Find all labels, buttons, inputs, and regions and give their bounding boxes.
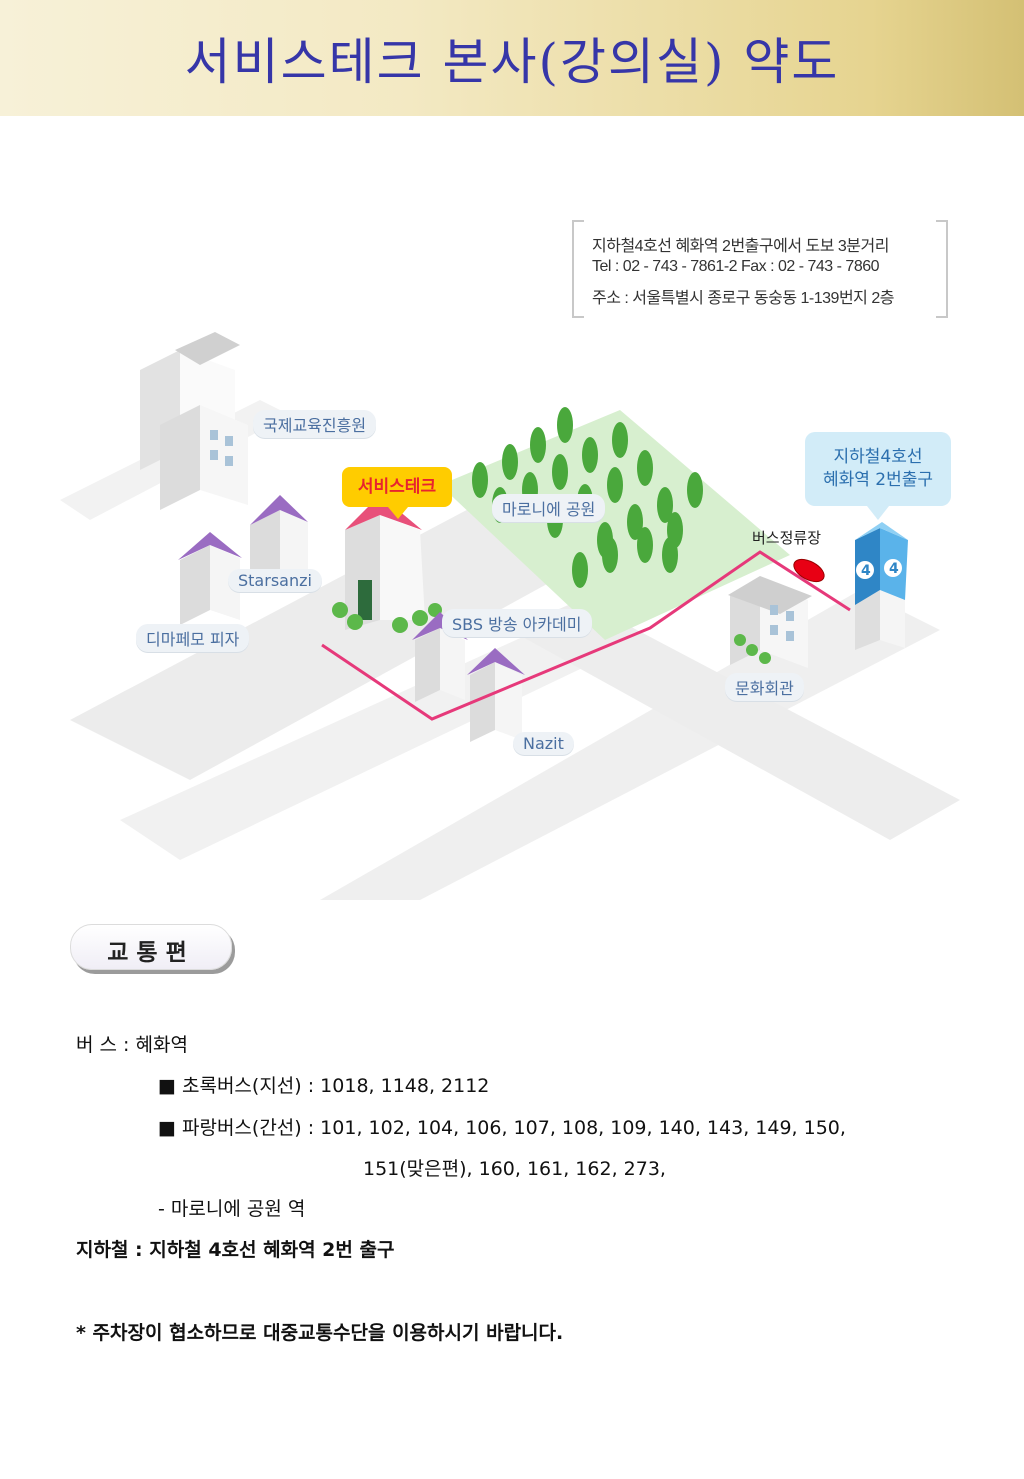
label-maronie: 마로니에 공원	[492, 494, 606, 522]
starsanzi-building	[250, 495, 308, 585]
parking-note: * 주차장이 협소하므로 대중교통수단을 이용하시기 바랍니다.	[76, 1322, 564, 1344]
info-phone: Tel : 02 - 743 - 7861-2 Fax : 02 - 743 -…	[592, 258, 880, 275]
header-banner: 서비스테크 본사(강의실) 약도	[0, 0, 1024, 116]
line4-badge-right	[884, 559, 902, 577]
label-sbs: SBS 방송 아카데미	[442, 609, 592, 637]
blue-bus-line: ■ 파랑버스(간선) : 101, 102, 104, 106, 107, 10…	[158, 1117, 846, 1139]
label-munhwa: 문화회관	[725, 673, 804, 701]
subway-station-tower: 4 4	[855, 522, 908, 650]
bracket-right	[936, 220, 948, 318]
page-title: 서비스테크 본사(강의실) 약도	[184, 33, 840, 91]
label-nazit: Nazit	[513, 732, 574, 755]
nazit-building	[467, 648, 525, 742]
transport-section-title: 교통편	[107, 940, 195, 966]
kukje-building	[140, 332, 248, 510]
info-address: 주소 : 서울특별시 종로구 동숭동 1-139번지 2층	[592, 290, 894, 307]
station-line2: 혜화역 2번출구	[822, 470, 934, 490]
walking-route	[321, 550, 851, 721]
servicetech-building	[332, 495, 442, 633]
info-directions: 지하철4호선 혜화역 2번출구에서 도보 3분거리	[592, 238, 889, 255]
line4-label-left: 4	[861, 563, 871, 579]
bus-stop-label: 버스정류장	[752, 529, 822, 547]
munhwa-building	[728, 576, 812, 668]
label-dimapemo: 디마페모 피자	[136, 624, 250, 652]
transport-section-tab: 교통편	[70, 924, 232, 970]
blue-bus-line-cont: 151(맞은편), 160, 161, 162, 273,	[363, 1158, 666, 1180]
line4-badge-left	[856, 561, 874, 579]
station-callout: 지하철4호선 혜화역 2번출구	[805, 432, 951, 520]
line4-label-right: 4	[889, 561, 899, 577]
bracket-left	[572, 220, 584, 318]
maronie-park	[440, 410, 790, 640]
green-bus-line: ■ 초록버스(지선) : 1018, 1148, 2112	[158, 1075, 490, 1097]
maronie-note: - 마로니에 공원 역	[158, 1198, 306, 1220]
dimapemo-building	[178, 532, 242, 625]
bus-title: 버 스 : 혜화역	[76, 1034, 188, 1056]
label-kukje: 국제교육진흥원	[253, 410, 377, 438]
station-line1: 지하철4호선	[833, 447, 923, 467]
info-box: 지하철4호선 혜화역 2번출구에서 도보 3분거리 Tel : 02 - 743…	[572, 220, 948, 318]
location-map: 4 4 국제교육진흥원 마로니에 공원 Starsanzi 디마페모 피자 SB…	[60, 200, 970, 900]
subway-line: 지하철 : 지하철 4호선 혜화역 2번 출구	[76, 1239, 395, 1261]
label-starsanzi: Starsanzi	[228, 569, 322, 592]
servicetech-callout: 서비스테크	[342, 467, 452, 519]
